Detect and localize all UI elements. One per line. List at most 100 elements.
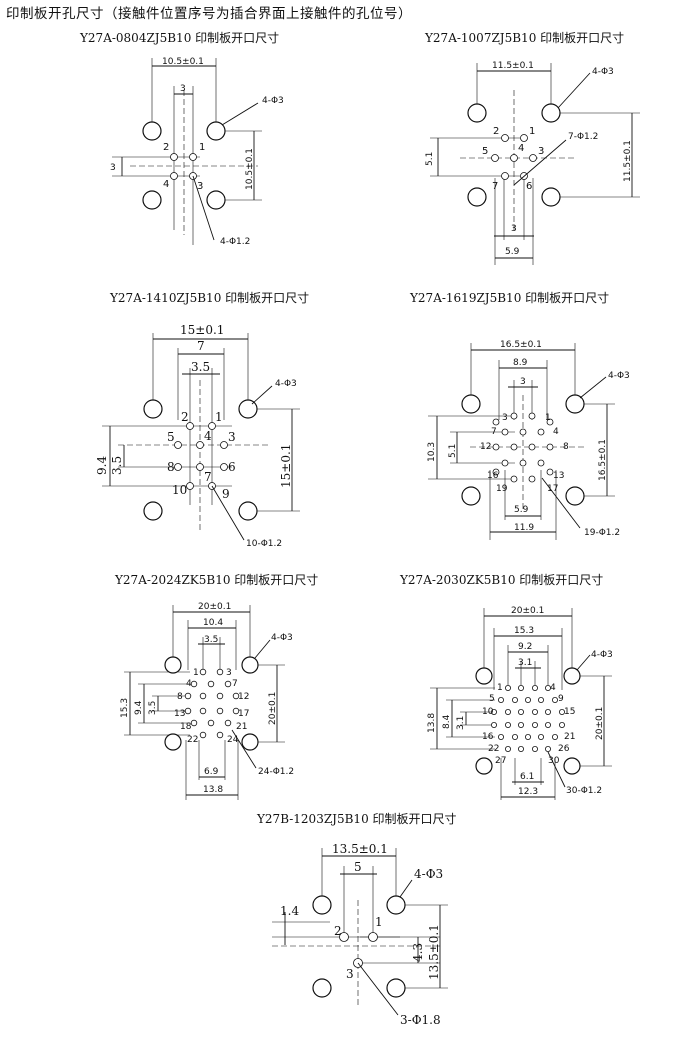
- pin-label: 21: [564, 732, 575, 742]
- dim-pitch-y: 3: [110, 163, 116, 173]
- mount-hole: [238, 399, 258, 419]
- contact-hole: [537, 459, 545, 467]
- contact-hole: [196, 463, 204, 471]
- panel-1007: Y27A-1007ZJ5B10 印制板开口尺寸 11.5±0.1 5.1 11.…: [424, 31, 640, 265]
- pin-label: 7: [491, 427, 497, 437]
- pin-label: 8: [177, 692, 183, 702]
- dim-pitch-inner: 3: [520, 377, 526, 387]
- mount-hole: [206, 121, 226, 141]
- mount-hole: [143, 501, 163, 521]
- contact-grid: [492, 412, 554, 483]
- callout-contact: 30-Φ1.2: [566, 786, 602, 796]
- pin-label: 22: [488, 744, 499, 754]
- pin-label: 8: [167, 460, 175, 474]
- pin-label: 22: [187, 735, 198, 745]
- contact-hole: [537, 428, 545, 436]
- dim-pitch: 3: [511, 224, 517, 234]
- pin-label: 19: [496, 484, 508, 494]
- mount-hole: [541, 103, 561, 123]
- contact-hole: [199, 668, 207, 676]
- contact-hole: [518, 685, 525, 692]
- contact-hole: [196, 441, 204, 449]
- mount-hole: [241, 733, 259, 751]
- panel-title: Y27A-1410ZJ5B10 印制板开口尺寸: [109, 291, 309, 305]
- contact-hole: [501, 459, 509, 467]
- contact-hole: [518, 746, 525, 753]
- contact-hole: [532, 722, 539, 729]
- pin-label: 9: [222, 487, 230, 501]
- mount-hole: [563, 757, 581, 775]
- pin-label: 4: [518, 143, 524, 154]
- contact-hole: [199, 707, 207, 715]
- pin-label: 5: [489, 694, 495, 704]
- contact-hole: [491, 154, 499, 162]
- contact-hole: [504, 746, 511, 753]
- contact-hole: [528, 412, 536, 420]
- dim-width: 20±0.1: [198, 602, 231, 612]
- dim-row: 5.9: [505, 247, 520, 257]
- contact-hole: [216, 692, 224, 700]
- dim-row: 6.1: [520, 772, 534, 782]
- contact-hole: [174, 441, 182, 449]
- dim-height-outer: 10.3: [427, 442, 437, 462]
- dim-pitch-outer: 10.4: [203, 618, 223, 628]
- mount-hole: [143, 399, 163, 419]
- contact-hole: [190, 680, 198, 688]
- pin-label: 9: [558, 694, 564, 704]
- dim-width: 10.5±0.1: [162, 57, 204, 67]
- pin-label: 10: [482, 707, 494, 717]
- dim-height-mid: 8.4: [442, 714, 452, 729]
- mount-hole: [206, 190, 226, 210]
- panel-2024: Y27A-2024ZK5B10 印制板开口尺寸 20±0.1 10.4 3.5 …: [114, 573, 318, 800]
- dim-pitch-inner: 3.5: [191, 360, 210, 374]
- dim-width: 13.5±0.1: [332, 842, 388, 856]
- contact-hole: [520, 134, 528, 142]
- mount-hole: [541, 187, 561, 207]
- pin-label: 6: [228, 460, 236, 474]
- contact-hole: [220, 441, 228, 449]
- contact-hole: [504, 709, 511, 716]
- pin-label: 16: [487, 471, 499, 481]
- pin-label: 3: [346, 967, 354, 981]
- pin-label: 4: [550, 683, 556, 693]
- mount-hole: [475, 757, 493, 775]
- dim-height: 11.5±0.1: [623, 140, 633, 182]
- panel-title: Y27A-1619ZJ5B10 印制板开口尺寸: [409, 291, 609, 305]
- callout-contact: 4-Φ1.2: [220, 237, 250, 247]
- callout-mount: 4-Φ3: [591, 650, 613, 660]
- dim-height-inner: 3.1: [456, 716, 466, 730]
- dim-width: 16.5±0.1: [500, 340, 542, 350]
- pin-label: 10: [172, 483, 187, 497]
- contact-hole: [518, 722, 525, 729]
- dim-height-inner: 4.3: [411, 943, 425, 962]
- contact-hole: [525, 734, 532, 741]
- contact-hole: [552, 734, 559, 741]
- contact-hole: [546, 443, 554, 451]
- contact-hole: [546, 468, 554, 476]
- mount-hole: [164, 733, 182, 751]
- contact-hole: [501, 134, 509, 142]
- contact-hole: [528, 475, 536, 483]
- mount-hole: [238, 501, 258, 521]
- contact-hole: [512, 734, 519, 741]
- contact-hole: [545, 709, 552, 716]
- panel-title: Y27A-2024ZK5B10 印制板开口尺寸: [114, 573, 318, 587]
- mount-hole: [312, 978, 332, 998]
- contact-hole: [532, 685, 539, 692]
- contact-hole: [497, 697, 504, 704]
- dim-pitch-mid: 9.2: [518, 642, 532, 652]
- pin-label: 1: [215, 410, 223, 424]
- pin-label: 4: [204, 429, 212, 443]
- contact-hole: [497, 734, 504, 741]
- contact-hole: [519, 428, 527, 436]
- mount-hole: [563, 667, 581, 685]
- dim-height-outer: 15.3: [120, 698, 130, 718]
- pin-label: 18: [180, 722, 192, 732]
- contact-hole: [490, 722, 497, 729]
- callout-mount: 4-Φ3: [271, 633, 293, 643]
- contact-hole: [186, 422, 194, 430]
- pin-label: 8: [563, 442, 569, 452]
- mount-hole: [164, 656, 182, 674]
- contact-hole: [529, 154, 537, 162]
- callout-mount: 4-Φ3: [608, 371, 630, 381]
